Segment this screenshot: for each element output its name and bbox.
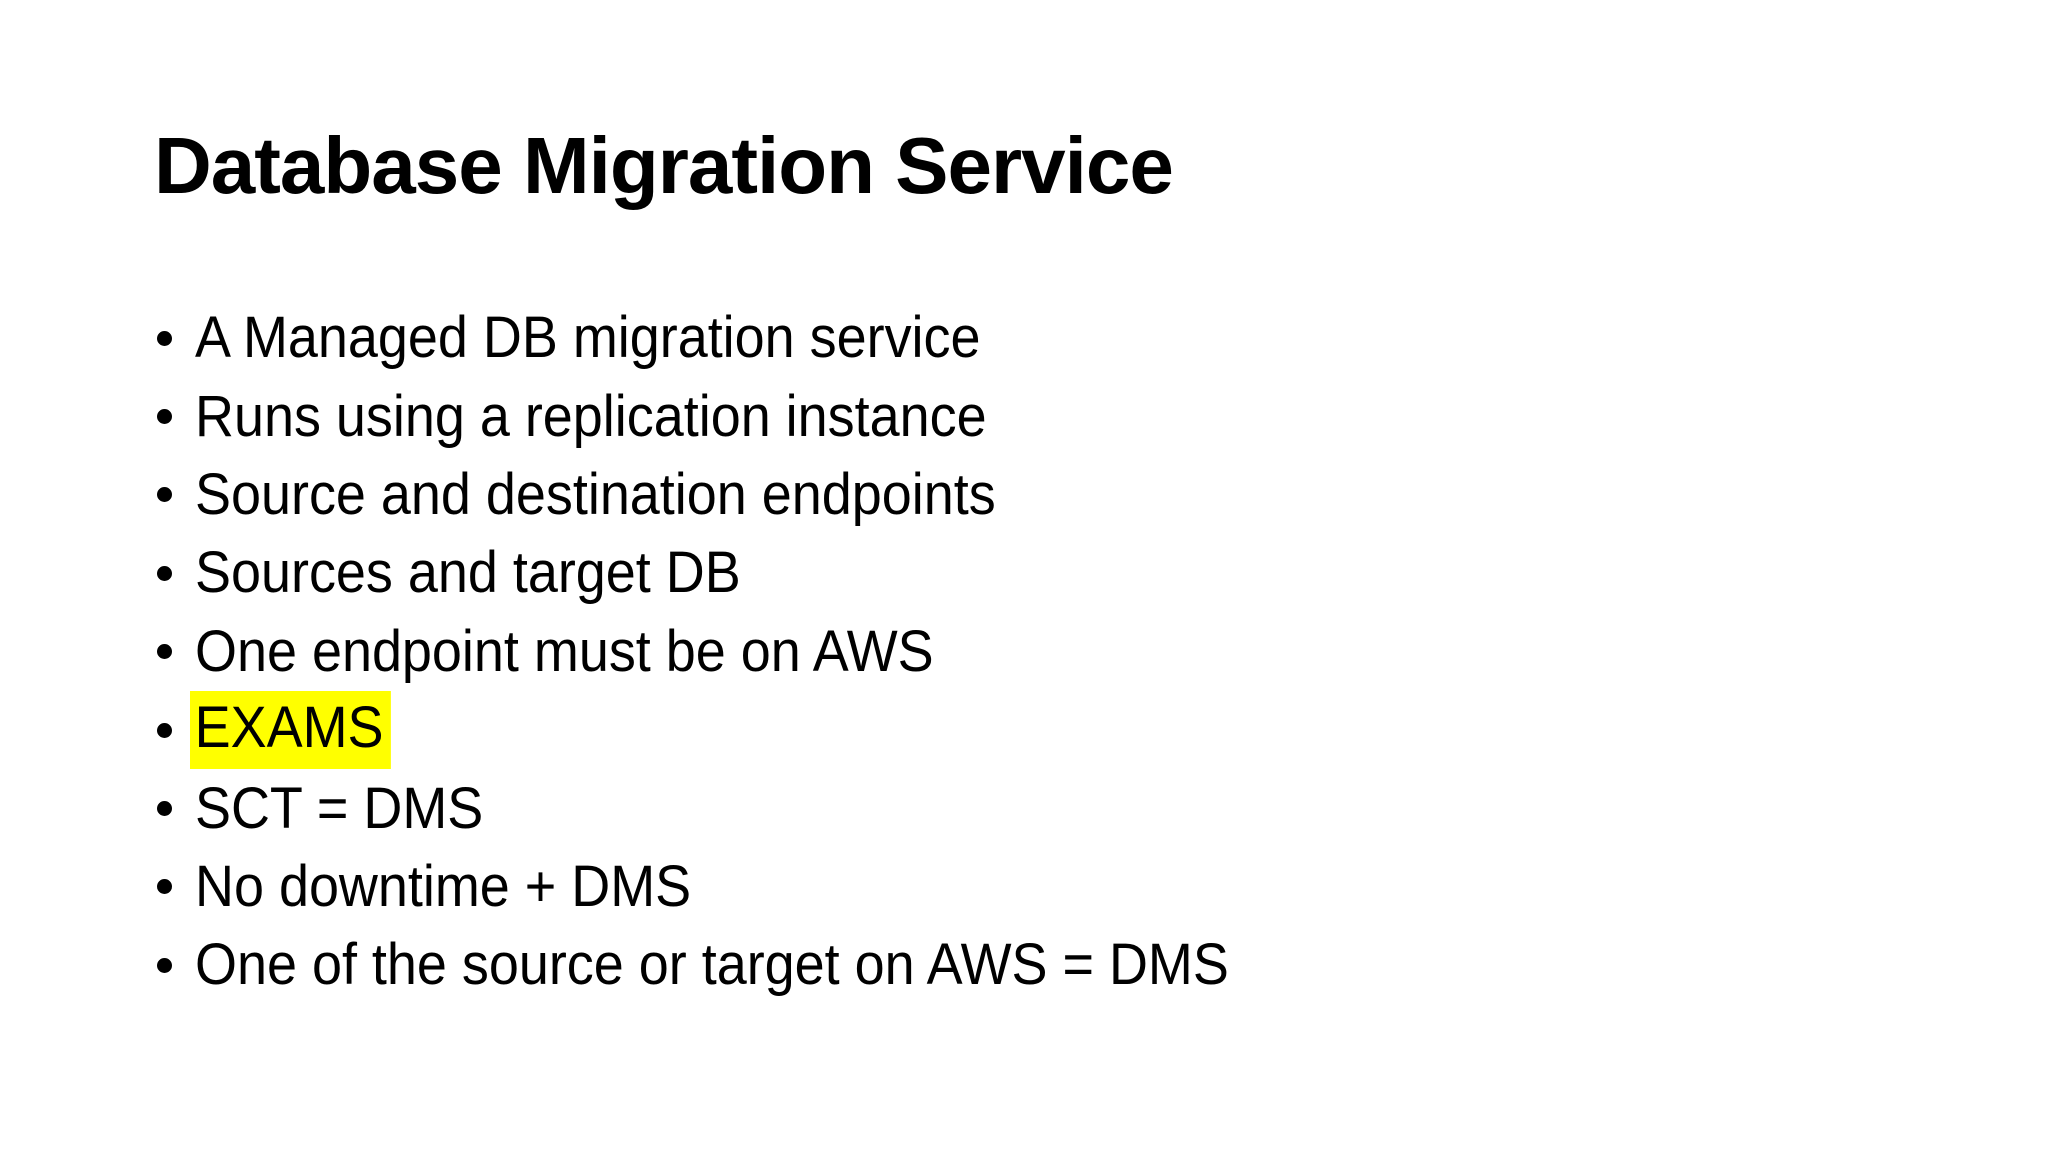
list-item: One endpoint must be on AWS [0, 613, 1307, 691]
bullet-text: One endpoint must be on AWS [195, 618, 934, 684]
bullet-text: Runs using a replication instance [195, 383, 987, 449]
bullet-text: No downtime + DMS [195, 853, 692, 919]
list-item: One of the source or target on AWS = DMS [0, 926, 1307, 1004]
list-item: Sources and target DB [0, 534, 1307, 612]
list-item: Runs using a replication instance [0, 377, 1307, 455]
slide-title: Database Migration Service [154, 121, 1174, 210]
list-item: SCT = DMS [0, 769, 1307, 847]
bullet-text: Source and destination endpoints [195, 461, 996, 527]
bullet-icon [157, 801, 172, 817]
bullet-icon [157, 957, 172, 973]
list-item: No downtime + DMS [0, 848, 1307, 926]
highlighted-bullet-text: EXAMS [190, 691, 391, 770]
bullet-icon [157, 487, 172, 503]
bullet-icon [157, 644, 172, 660]
bullet-icon [157, 722, 172, 738]
bullet-text: A Managed DB migration service [195, 305, 981, 371]
bullet-text: Sources and target DB [195, 540, 741, 606]
bullet-text: One of the source or target on AWS = DMS [195, 932, 1229, 998]
bullet-icon [157, 565, 172, 581]
list-item: Source and destination endpoints [0, 456, 1307, 534]
bullet-icon [157, 409, 172, 425]
list-item: A Managed DB migration service [0, 299, 1307, 377]
bullet-icon [157, 879, 172, 895]
bullet-icon [157, 330, 172, 346]
list-item: EXAMS [0, 691, 1307, 770]
bullet-text: SCT = DMS [195, 775, 484, 841]
